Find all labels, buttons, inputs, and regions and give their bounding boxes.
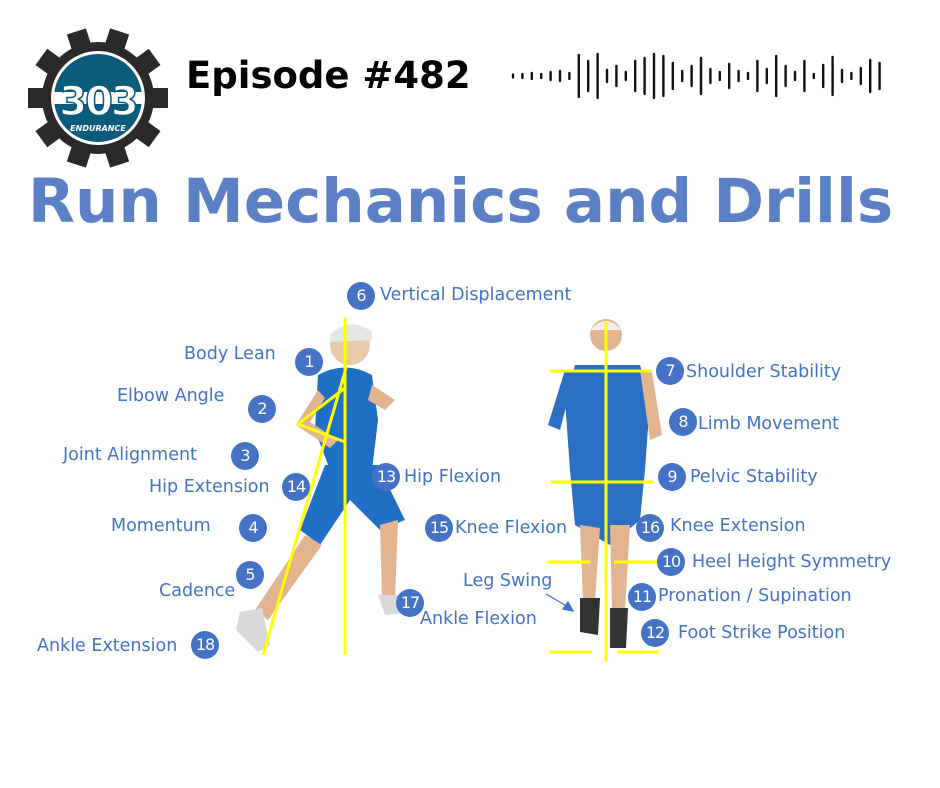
label-hip-extension: Hip Extension xyxy=(149,477,270,497)
number-badge: 16 xyxy=(636,514,664,542)
label-joint-alignment: Joint Alignment xyxy=(63,445,197,465)
label-cadence: Cadence xyxy=(159,581,236,601)
label-heel-height-symmetry: Heel Height Symmetry xyxy=(692,552,892,572)
leg-swing-arrow-icon xyxy=(545,593,575,612)
label-pronation-supination: Pronation / Supination xyxy=(658,586,852,606)
number-badge: 10 xyxy=(657,548,685,576)
page-title: Run Mechanics and Drills xyxy=(28,166,894,237)
number-badge: 14 xyxy=(282,473,310,501)
number-badge: 3 xyxy=(231,442,259,470)
number-badge: 15 xyxy=(425,514,453,542)
label-momentum: Momentum xyxy=(111,516,211,536)
label-hip-flexion: Hip Flexion xyxy=(404,467,502,487)
number-badge: 2 xyxy=(248,395,276,423)
number-badge: 5 xyxy=(236,561,264,589)
label-body-lean: Body Lean xyxy=(184,344,276,364)
label-limb-movement: Limb Movement xyxy=(698,414,840,434)
leg-swing-label: Leg Swing xyxy=(463,571,553,591)
number-badge: 12 xyxy=(641,619,669,647)
label-foot-strike-position: Foot Strike Position xyxy=(678,623,846,643)
label-knee-extension: Knee Extension xyxy=(670,516,806,536)
number-badge: 8 xyxy=(669,408,697,436)
number-badge: 17 xyxy=(396,589,424,617)
side-view-runner xyxy=(236,324,415,652)
label-shoulder-stability: Shoulder Stability xyxy=(686,362,842,382)
number-badge: 9 xyxy=(658,463,686,491)
logo-303-endurance: 303 ENDURANCE xyxy=(28,28,168,168)
label-vertical-displacement: Vertical Displacement xyxy=(380,285,572,305)
label-pelvic-stability: Pelvic Stability xyxy=(690,467,818,487)
number-badge: 1 xyxy=(295,348,323,376)
number-badge: 13 xyxy=(372,463,400,491)
number-badge: 6 xyxy=(347,282,375,310)
side-view-guide-lines xyxy=(261,318,348,656)
label-ankle-extension: Ankle Extension xyxy=(37,636,178,656)
audio-waveform-icon xyxy=(511,52,881,100)
label-elbow-angle: Elbow Angle xyxy=(117,386,225,406)
front-view-guide-lines xyxy=(547,322,659,662)
number-badge: 4 xyxy=(239,514,267,542)
number-badge: 11 xyxy=(628,583,656,611)
logo-word: ENDURANCE xyxy=(70,124,126,133)
episode-number: Episode #482 xyxy=(186,54,471,97)
number-badge: 7 xyxy=(656,357,684,385)
number-badge: 18 xyxy=(191,631,219,659)
logo-number: 303 xyxy=(59,79,137,125)
label-ankle-flexion: Ankle Flexion xyxy=(420,609,537,629)
label-knee-flexion: Knee Flexion xyxy=(455,518,568,538)
